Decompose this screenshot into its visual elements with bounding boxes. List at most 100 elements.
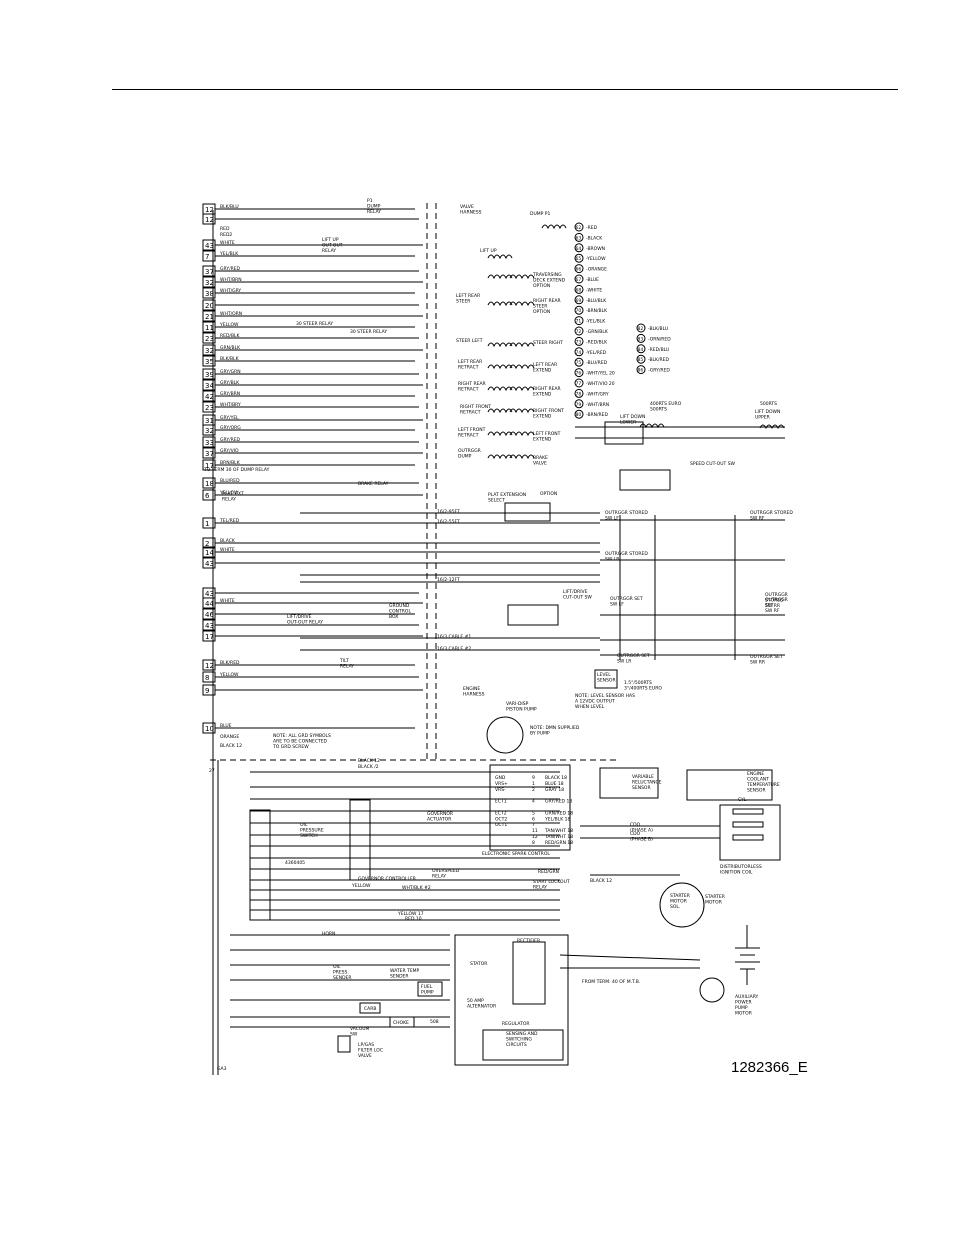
ecm-pin-number: 5 — [532, 810, 535, 816]
connector-label: -GRN/BLK — [586, 329, 609, 335]
component-label: 400RTS EURO — [650, 401, 682, 407]
component-label: GROUND — [389, 603, 410, 609]
component-label: OPTION — [533, 309, 550, 315]
component-label: OUTRGGR SET — [610, 596, 643, 602]
engine-label: IGNITION COIL — [720, 870, 753, 876]
component-label: PISTON PUMP — [506, 707, 537, 713]
wire-label: BLK/BLK — [220, 356, 240, 362]
engine-label: STATOR — [470, 961, 487, 967]
connector-pin — [574, 274, 584, 284]
ecm-wire-label: GRAY 18 — [545, 787, 564, 793]
engine-label: SW — [350, 1032, 358, 1038]
connector-pin — [574, 378, 584, 388]
engine-label: SENDER — [333, 975, 352, 981]
connector-pin — [574, 409, 584, 419]
connector-label: -GRY/RED — [648, 368, 670, 374]
component-label: SW LF — [605, 516, 619, 522]
component-label: STORED — [765, 598, 784, 604]
ecm-pin-number: 2 — [532, 787, 535, 793]
ecm-pin-number: 7 — [532, 822, 535, 828]
connector-label: -BLK/RED — [648, 357, 669, 363]
component-label: RIGHT REAR — [533, 386, 561, 392]
component-label: SW LR — [605, 557, 619, 563]
wire-label: YELLOW — [219, 672, 239, 678]
connector-label: -BLUE — [586, 277, 599, 283]
component-label: PLAT. EXT. — [222, 491, 245, 497]
terminal-number: 12 — [205, 662, 214, 670]
terminal-number: 12 — [205, 216, 214, 224]
wire-label: BLACK 12 — [220, 743, 242, 749]
page-top-rule — [112, 89, 898, 90]
connector-pin — [636, 333, 646, 343]
terminal-number: 35 — [205, 358, 214, 366]
connector-label: -YEL/BLK — [586, 319, 606, 325]
component-label: BRAKE — [533, 455, 548, 461]
terminal-number: 32 — [205, 347, 214, 355]
solenoid-coil — [487, 274, 513, 280]
terminal-number: 12 — [205, 206, 214, 214]
connector-pin — [574, 243, 584, 253]
wire-label: YELLOW — [219, 490, 239, 496]
solenoid-coil — [541, 224, 567, 230]
ecm-wire-label: TAN/WHT 18 — [544, 834, 573, 840]
engine-label: VARIABLE — [632, 774, 654, 780]
connector-number: 71 — [576, 319, 582, 325]
wire-label: BLACK — [220, 538, 236, 544]
connector-pin — [574, 347, 584, 357]
ecm-wire-label: TAN/WHT 18 — [544, 828, 573, 834]
component-label: SW RF — [750, 516, 765, 522]
terminal-number: 9 — [205, 687, 209, 695]
component-label: LIFT UP — [322, 237, 339, 243]
ecm-pin-label: ECT2 — [495, 810, 507, 816]
connector-number: 64 — [576, 246, 582, 252]
connector-label: -RED — [586, 225, 598, 231]
component-label: OUTRGGR — [765, 592, 788, 598]
ecm-pin-number: 6 — [532, 816, 535, 822]
connector-label: -BLU/BLK — [586, 298, 607, 304]
component-label: A 12VDC OUTPUT — [575, 699, 615, 705]
connector-pin — [636, 323, 646, 333]
ecm-pin-number: 1 — [532, 781, 535, 787]
engine-label: HORN — [322, 931, 335, 937]
engine-label: YELLOW 17 — [397, 911, 424, 917]
engine-label: STARTER — [670, 893, 690, 899]
connector-label: -BLK/BLU — [648, 326, 668, 332]
engine-label: WATER TEMP — [390, 968, 420, 974]
component-label: 500RTS — [650, 407, 667, 413]
wire-label: GRY/BLK — [220, 380, 240, 386]
component-label: SW RR — [750, 660, 765, 666]
ecm-pin-number: 9 — [532, 775, 535, 781]
wire-label: WHITE — [220, 240, 235, 246]
component-label: OPTION — [533, 283, 550, 289]
component-label: OPTION — [540, 491, 557, 497]
component-label: PLAT EXTENSION — [488, 492, 526, 498]
engine-label: CHOKE — [393, 1020, 409, 1026]
connector-pin — [574, 264, 584, 274]
connector-number: 62 — [576, 225, 582, 231]
terminal-number: 14 — [205, 549, 214, 557]
engine-label: VALVE — [358, 1053, 372, 1059]
terminal-number: 31 — [205, 417, 214, 425]
wire-label: YELLOW — [219, 322, 239, 328]
terminal-number: 43 — [205, 560, 214, 568]
connector-label: -ORN/RED — [648, 336, 671, 342]
ignition-coil — [732, 821, 764, 828]
component-label: SENSOR — [597, 678, 616, 684]
engine-label: REGULATOR — [502, 1021, 530, 1027]
component-label: UPPER — [755, 415, 770, 421]
terminal-number: 18 — [205, 480, 214, 488]
component-label: P1 — [367, 198, 373, 204]
engine-label: FROM TERM. 40 OF M.T.B. — [582, 979, 640, 985]
connector-pin — [574, 388, 584, 398]
component-label: SELECT — [488, 498, 505, 504]
terminal-number: 32 — [205, 427, 214, 435]
ecm-pin-label: OCT1 — [495, 822, 507, 828]
engine-label: WHT/BLK #2 — [402, 885, 431, 891]
terminal-number: 21 — [205, 313, 214, 321]
terminal-number: 33 — [205, 439, 214, 447]
connector-number: 65 — [576, 256, 582, 262]
solenoid-coil — [509, 301, 535, 307]
wire-label: GRY/RED — [220, 437, 241, 443]
solenoid-coil — [487, 254, 513, 260]
solenoid-coil — [509, 386, 535, 392]
